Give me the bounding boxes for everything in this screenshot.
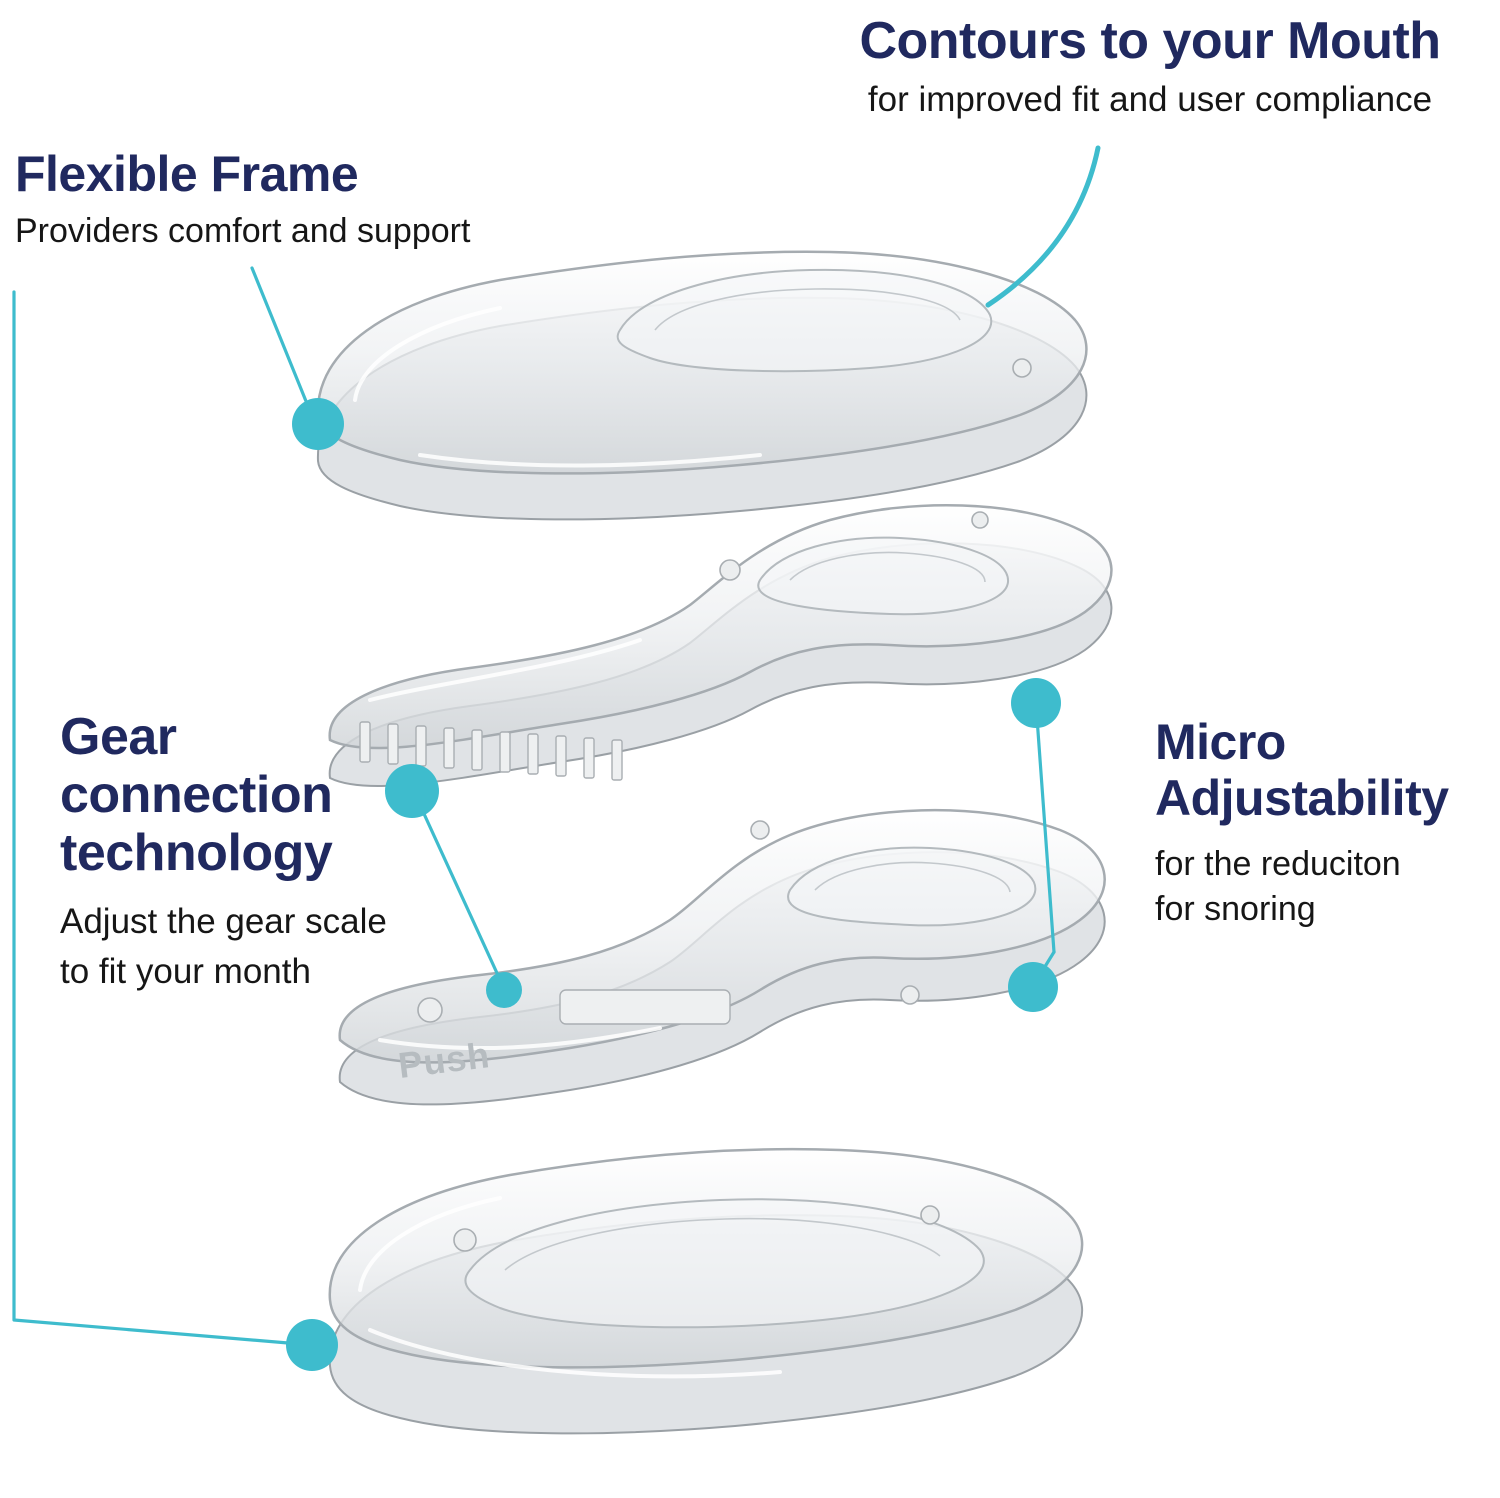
gear-dot-upper [385,764,439,818]
gear-subtitle-line-1: Adjust the gear scale [60,901,387,941]
flexible-frame-leader-line [250,266,314,418]
callout-micro-adjustability: Micro Adjustability for the reduciton fo… [1155,714,1495,932]
micro-adjustability-subtitle: for the reduciton for snoring [1155,842,1495,932]
micro-title-line-1: Micro [1155,714,1286,770]
mouthpiece-layer-top-tray [316,250,1088,521]
callout-contours: Contours to your Mouth for improved fit … [805,12,1495,120]
callout-gear-connection: Gear connection technology Adjust the ge… [60,708,480,998]
callout-flexible-frame: Flexible Frame Providers comfort and sup… [15,146,635,251]
contours-arc [985,145,1101,308]
gear-subtitle-line-2: to fit your month [60,952,311,992]
gear-scale-ticks [359,721,623,781]
contours-title: Contours to your Mouth [859,12,1441,70]
micro-leader-line-upper [1034,702,1056,954]
micro-dot-lower [1008,962,1058,1012]
gear-title-line-2: connection [60,766,333,825]
flexible-frame-subtitle: Providers comfort and support [15,212,471,250]
flexible-frame-dot [292,398,344,450]
mouthpiece-layer-push-plate: Push [338,808,1106,1106]
micro-dot-upper [1011,678,1061,728]
gear-connection-title: Gear connection technology [60,708,480,883]
gear-title-line-3: technology [60,824,333,883]
micro-subtitle-line-1: for the reduciton [1155,845,1401,883]
mouthpiece-layer-gear-plate [328,503,1113,788]
micro-adjustability-title: Micro Adjustability [1155,714,1495,826]
gear-connection-subtitle: Adjust the gear scale to fit your month [60,897,480,999]
gear-title-line-1: Gear [60,708,177,766]
contours-subtitle: for improved fit and user compliance [867,80,1433,120]
micro-subtitle-line-2: for snoring [1155,889,1316,928]
callout-graphics [12,145,1101,1371]
mouthpiece-layer-bottom-tray [328,1147,1084,1435]
bottom-tray-dot [286,1319,338,1371]
micro-title-line-2: Adjustability [1155,770,1449,826]
bottom-leader-line [12,290,302,1346]
gear-dot-lower [486,972,522,1008]
flexible-frame-title: Flexible Frame [15,146,359,202]
gear-leader-line [412,790,504,986]
